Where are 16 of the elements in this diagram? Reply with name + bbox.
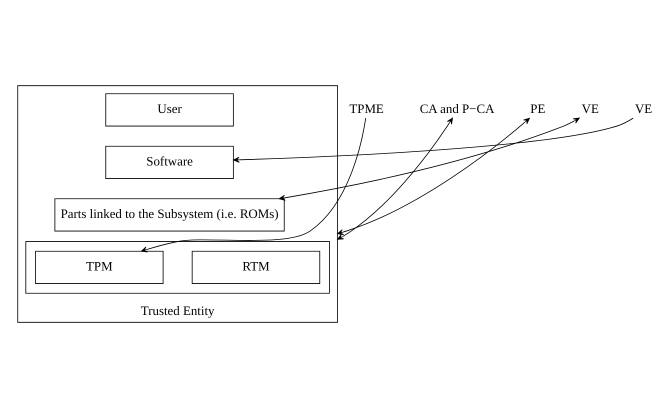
node-box: Parts linked to the Subsystem (i.e. ROMs) bbox=[54, 198, 285, 231]
node-text: PE bbox=[530, 100, 546, 116]
node-text: CA and P−CA bbox=[420, 100, 494, 116]
node-text: TPME bbox=[349, 100, 384, 116]
node-box: User bbox=[105, 92, 234, 126]
arrow bbox=[337, 117, 453, 240]
arrow bbox=[337, 117, 530, 234]
node-text: VE bbox=[582, 100, 599, 116]
arrow bbox=[140, 117, 366, 252]
arrow bbox=[233, 117, 634, 162]
node-box: RTM bbox=[192, 250, 320, 284]
node-text: VE bbox=[635, 100, 652, 116]
node-box: TPM bbox=[35, 250, 164, 284]
cluster bbox=[25, 240, 330, 294]
arrow bbox=[278, 117, 580, 200]
node-box: Software bbox=[105, 145, 234, 178]
